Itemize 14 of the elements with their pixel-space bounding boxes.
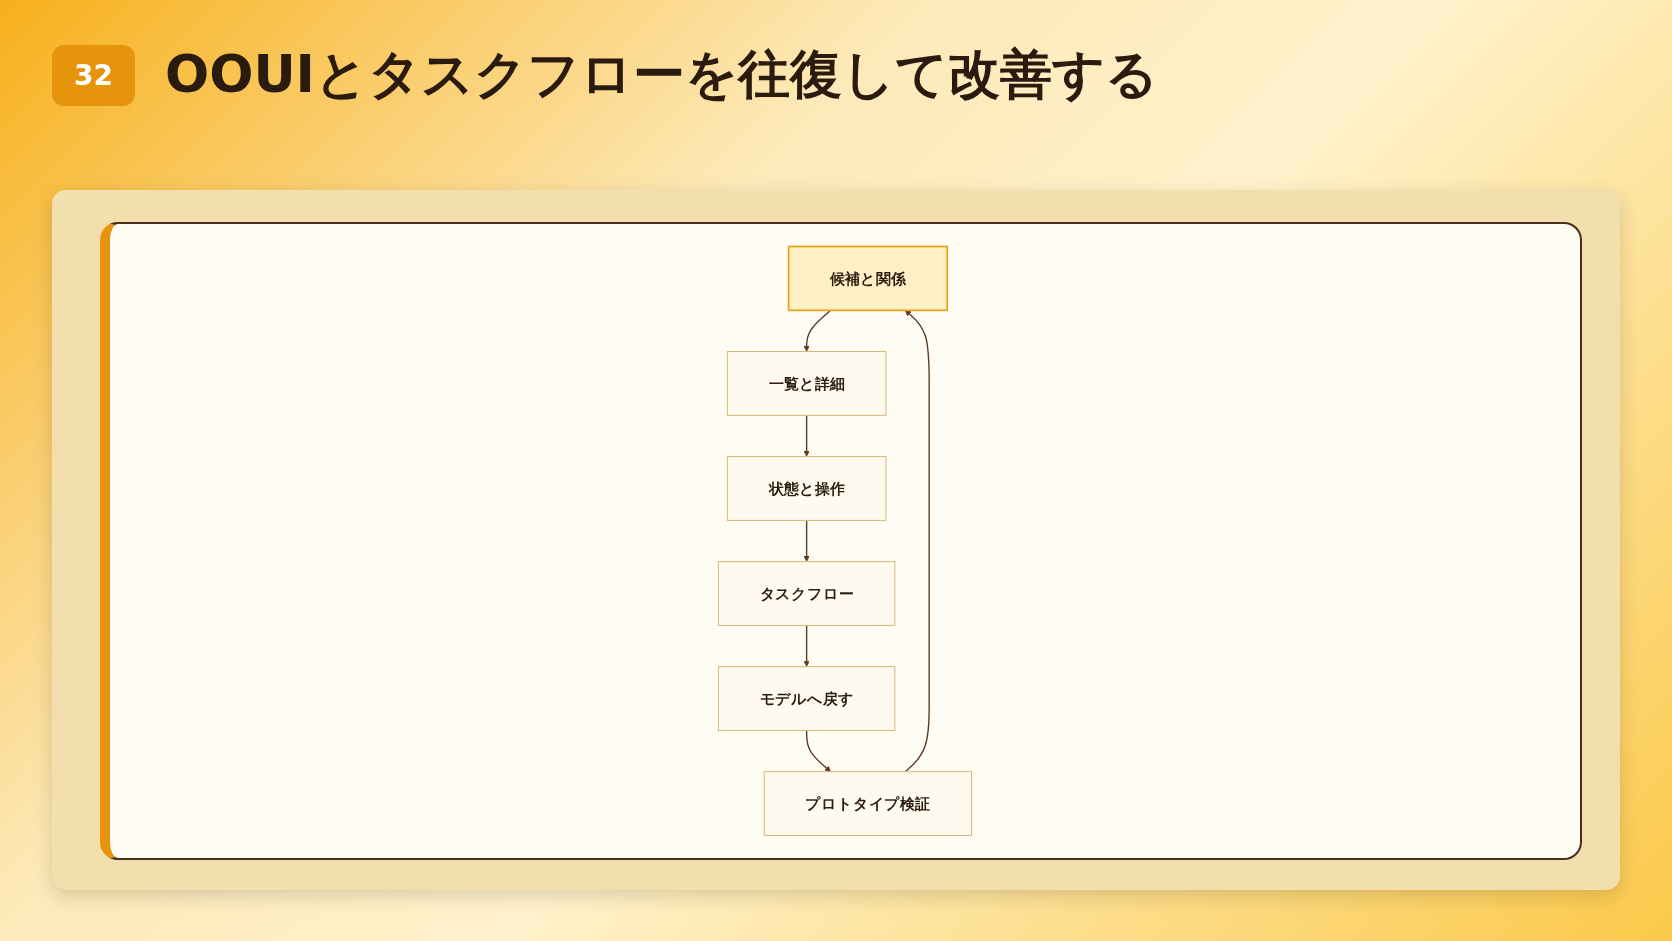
node-box: 候補と関係 xyxy=(787,245,949,312)
arrow xyxy=(803,309,832,352)
arrow xyxy=(805,729,831,772)
node-box: 一覧と詳細 xyxy=(726,351,887,416)
arrow xyxy=(803,519,810,562)
arrow xyxy=(803,624,810,667)
arrow xyxy=(803,414,810,457)
node-box: タスクフロー xyxy=(717,561,896,626)
page-number-badge: 32 xyxy=(52,44,135,106)
node-box: 状態と操作 xyxy=(726,456,887,521)
node-box: モデルへ戻す xyxy=(717,666,896,731)
slide-title: OOUIとタスクフローを往復して改善する xyxy=(164,43,1158,106)
arrow xyxy=(904,310,930,773)
node-box: プロトタイプ検証 xyxy=(763,771,973,837)
